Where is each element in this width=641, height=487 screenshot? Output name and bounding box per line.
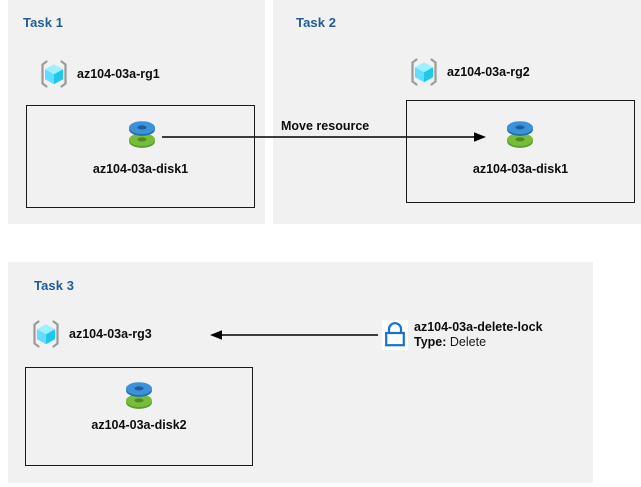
- resource-group-cube-icon: [38, 58, 70, 90]
- move-resource-label: Move resource: [281, 119, 370, 133]
- move-resource-arrow: [162, 132, 486, 142]
- delete-lock-name: az104-03a-delete-lock: [414, 320, 543, 334]
- delete-lock-text: az104-03a-delete-lock Type: Delete: [414, 320, 543, 350]
- resource-group-cube-icon: [408, 56, 440, 88]
- padlock-icon: [382, 320, 408, 350]
- task-1-disk-box: [26, 105, 255, 208]
- task-1-resource-group-name: az104-03a-rg1: [77, 67, 160, 81]
- task-2-label: Task 2: [296, 15, 337, 30]
- delete-lock-type-value: Delete: [449, 335, 487, 349]
- lock-link-arrow: [210, 330, 378, 340]
- task-2-resource-group: az104-03a-rg2: [408, 56, 530, 88]
- task-2-resource-group-name: az104-03a-rg2: [447, 65, 530, 79]
- task-3-disk-box: [25, 367, 253, 466]
- task-3-panel: [8, 262, 593, 483]
- task-1-panel: [8, 0, 265, 224]
- task-1-disk-name: az104-03a-disk1: [92, 162, 189, 176]
- task-3-label: Task 3: [34, 278, 75, 293]
- delete-lock-type: Type: Delete: [414, 335, 543, 350]
- task-3-resource-group: az104-03a-rg3: [30, 318, 152, 350]
- resource-group-cube-icon: [30, 318, 62, 350]
- task-2-disk-box: [406, 100, 635, 203]
- task-2-panel: [273, 0, 641, 224]
- task-1-resource-group: az104-03a-rg1: [38, 58, 160, 90]
- delete-lock-type-label: Type:: [414, 335, 447, 349]
- task-3-disk-name: az104-03a-disk2: [91, 418, 187, 432]
- task-3-resource-group-name: az104-03a-rg3: [69, 327, 152, 341]
- task-1-label: Task 1: [23, 15, 64, 30]
- task-2-disk-name: az104-03a-disk1: [472, 162, 569, 176]
- delete-lock-group: az104-03a-delete-lock Type: Delete: [382, 320, 543, 350]
